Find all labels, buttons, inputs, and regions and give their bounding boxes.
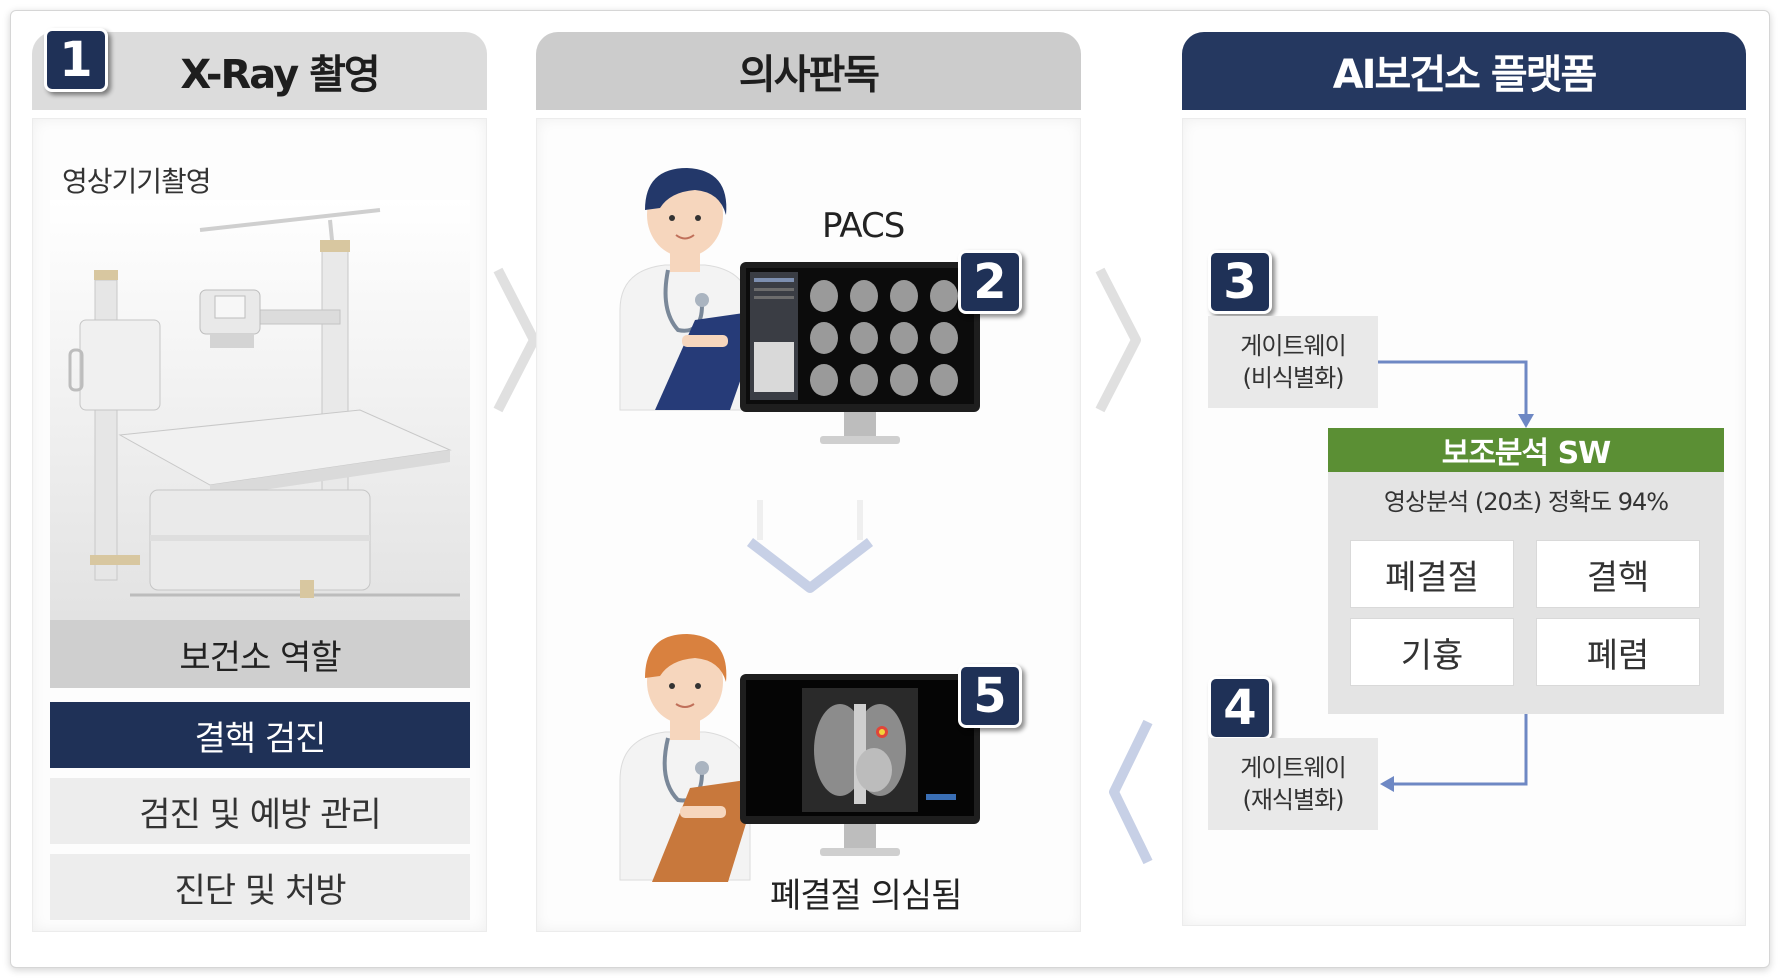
- chevron-left-icon: [1109, 719, 1153, 865]
- arrow-to-sw: [1378, 360, 1534, 428]
- step4-badge: 4: [1208, 676, 1272, 740]
- gateway-out-label: 게이트웨이: [1240, 754, 1346, 782]
- role-tb-screening: 결핵 검진: [50, 702, 470, 768]
- step2-header: 의사판독: [536, 32, 1081, 110]
- xray-machine-illustration: [50, 200, 470, 620]
- role-checkup-prevention: 검진 및 예방 관리: [50, 778, 470, 844]
- step2-badge: 2: [958, 250, 1022, 314]
- role-diagnosis-prescription: 진단 및 처방: [50, 854, 470, 920]
- finding-pneumonia: 폐렴: [1536, 618, 1700, 686]
- step1-title: X-Ray 촬영: [180, 52, 380, 98]
- arrow-to-gateway-out: [1380, 714, 1528, 792]
- finding-tuberculosis: 결핵: [1536, 540, 1700, 608]
- chevron-right-icon-2: [1095, 267, 1141, 413]
- chevron-down-icon: [746, 500, 874, 593]
- step3-title: AI보건소 플랫폼: [1332, 52, 1598, 98]
- gateway-out-sub: (재식별화): [1242, 786, 1344, 814]
- step2-title: 의사판독: [738, 52, 880, 98]
- xray-result-monitor-illustration: [740, 674, 980, 856]
- finding-pneumothorax: 기흉: [1350, 618, 1514, 686]
- assist-sw-subtitle: 영상분석 (20초) 정확도 94%: [1383, 488, 1669, 516]
- pacs-label: PACS: [822, 206, 905, 246]
- gateway-deidentify-box: 게이트웨이 (비식별화): [1208, 316, 1378, 408]
- doctor-result-illustration: [619, 634, 760, 882]
- pacs-monitor-illustration: [740, 262, 980, 444]
- doctor-reading-illustration: [619, 168, 765, 411]
- role-header: 보건소 역할: [50, 620, 470, 688]
- assist-sw-title: 보조분석 SW: [1328, 428, 1724, 472]
- step1-badge: 1: [44, 28, 108, 92]
- finding-nodule: 폐결절: [1350, 540, 1514, 608]
- gateway-in-sub: (비식별화): [1242, 364, 1344, 392]
- gateway-reidentify-box: 게이트웨이 (재식별화): [1208, 738, 1378, 830]
- gateway-in-label: 게이트웨이: [1240, 332, 1346, 360]
- step5-badge: 5: [958, 664, 1022, 728]
- assist-analysis-panel: 보조분석 SW 영상분석 (20초) 정확도 94% 폐결절 결핵 기흉 폐렴: [1328, 428, 1724, 714]
- imaging-device-label: 영상기기촬영: [62, 165, 212, 198]
- result-label: 폐결절 의심됨: [770, 876, 962, 916]
- step3-badge: 3: [1208, 250, 1272, 314]
- step3-header: AI보건소 플랫폼: [1182, 32, 1746, 110]
- chevron-right-icon: [493, 267, 539, 413]
